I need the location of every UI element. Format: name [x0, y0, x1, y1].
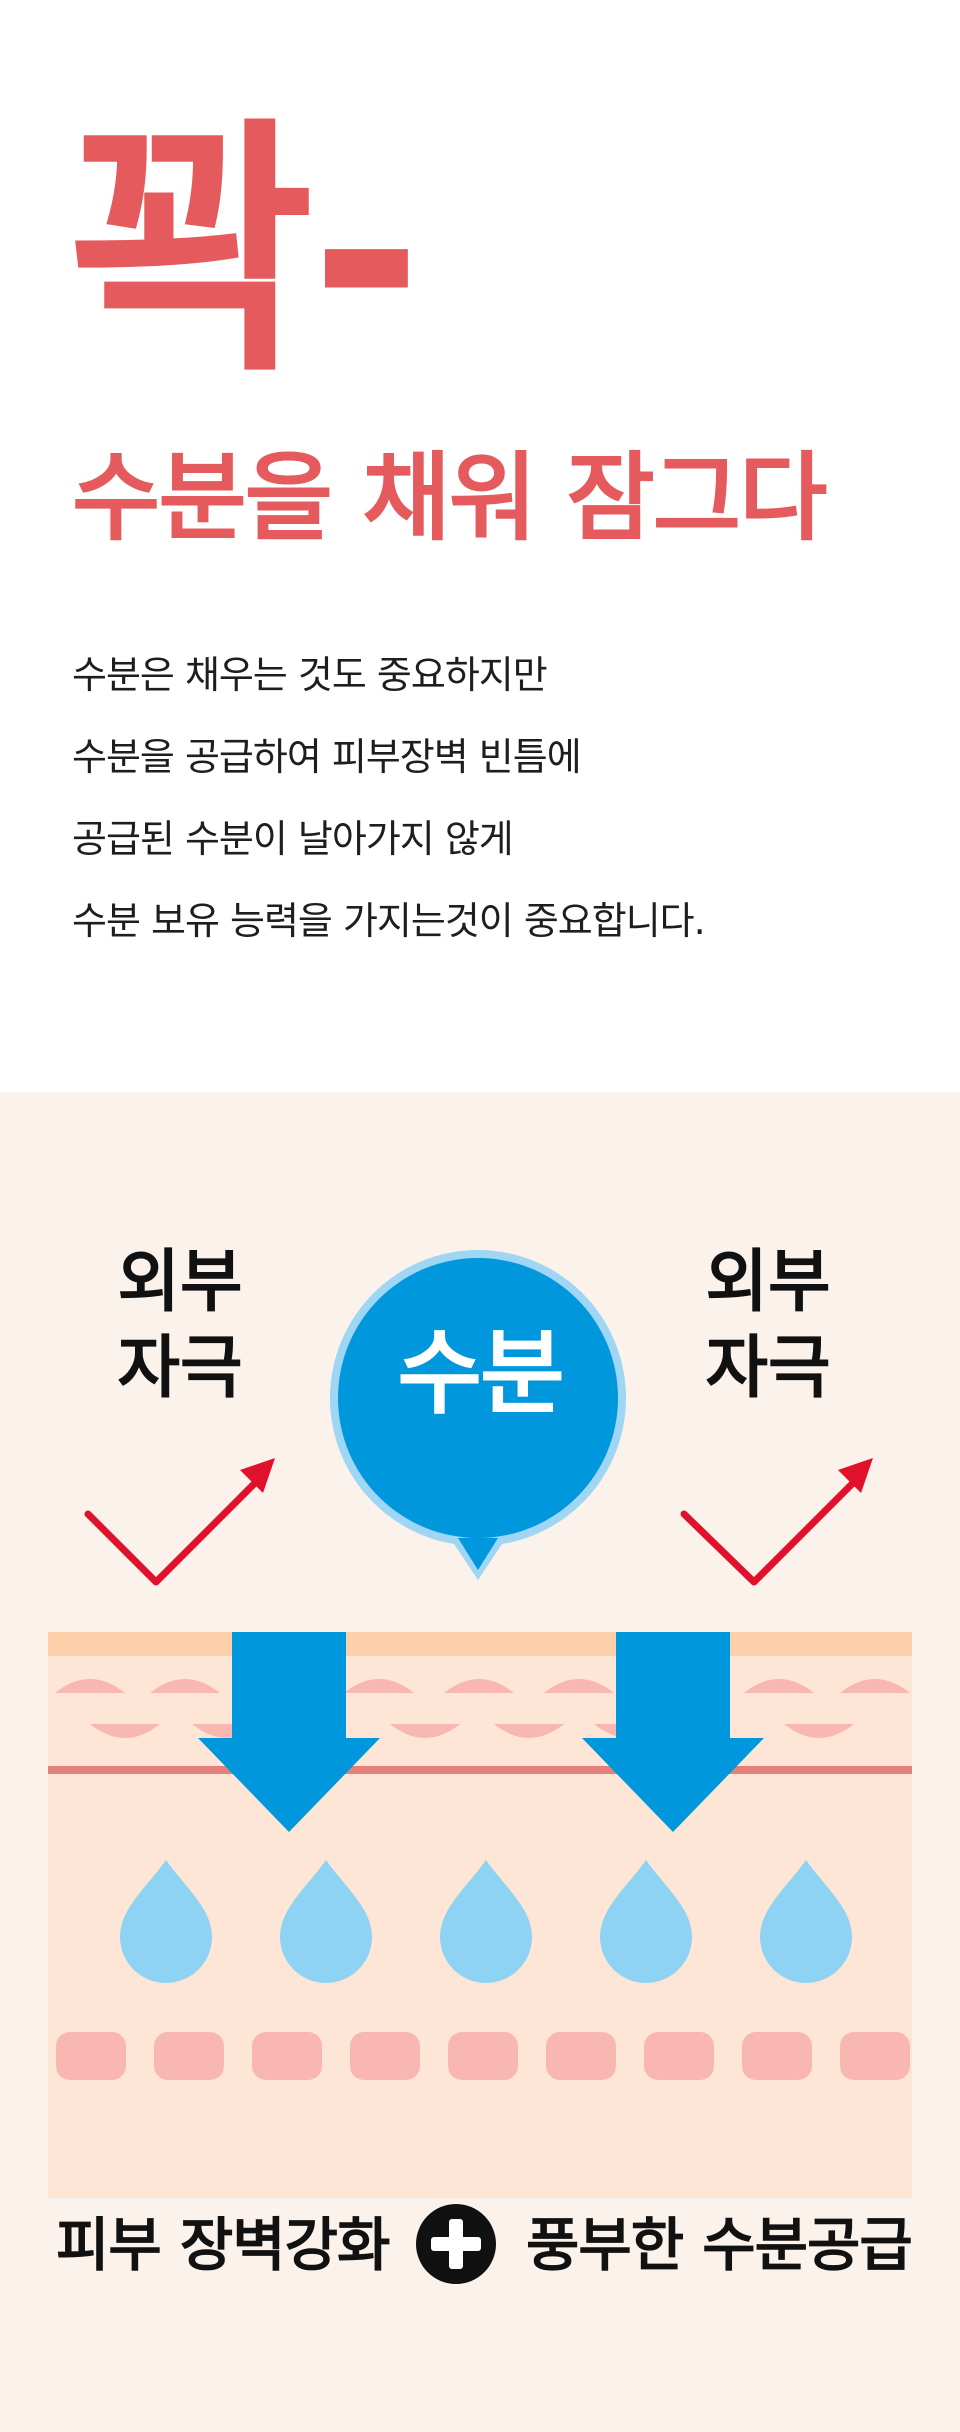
- skin-barrier-section: 외부 자극 외부 자극 수분 피부 장벽강화 풍부한 수분공급: [0, 1092, 960, 2432]
- external-stimulus-text: 외부 자극: [117, 1243, 243, 1408]
- description-line: 공급된 수분이 날아가지 않게: [72, 817, 514, 861]
- arrow-up-right-icon: [838, 1458, 873, 1493]
- skin-surface: [48, 1632, 912, 1656]
- skin-barrier-line: [48, 1766, 912, 1774]
- description-line: 수분은 채우는 것도 중요하지만: [72, 653, 548, 697]
- plus-circle-icon: [416, 2204, 496, 2284]
- external-stimulus-text: 외부 자극: [705, 1243, 831, 1408]
- rich-moisture-label: 풍부한 수분공급: [526, 2211, 913, 2279]
- description-line: 수분 보유 능력을 가지는것이 중요합니다.: [72, 899, 706, 943]
- external-stimulus-label-left: 외부 자극: [80, 1240, 280, 1412]
- down-arrow-icon: [198, 1632, 380, 1832]
- skin-barrier-illustration: [48, 1250, 912, 2198]
- water-drop-icon: [120, 1860, 852, 1983]
- down-arrow-icon: [582, 1632, 764, 1832]
- arrow-up-right-icon: [680, 1472, 864, 1586]
- external-stimulus-label-right: 외부 자극: [668, 1240, 868, 1412]
- skin-cells: [56, 2032, 910, 2080]
- speech-bubble-icon: [330, 1250, 626, 1580]
- skin-cells: [55, 1679, 910, 1738]
- hero-subtitle: 수분을 채워 잠그다: [72, 442, 827, 554]
- arrow-up-right-icon: [84, 1472, 266, 1586]
- benefit-footer: 피부 장벽강화 풍부한 수분공급: [0, 2184, 960, 2304]
- water-bubble-label: 수분: [397, 1320, 564, 1427]
- description-line: 수분을 공급하여 피부장벽 빈틈에: [72, 735, 582, 779]
- intro-section: 꽉- 수분을 채워 잠그다 수분은 채우는 것도 중요하지만 수분을 공급하여 …: [0, 0, 960, 1092]
- arrow-up-right-icon: [240, 1458, 275, 1493]
- hero-title: 꽉-: [68, 95, 422, 410]
- description-text: 수분은 채우는 것도 중요하지만 수분을 공급하여 피부장벽 빈틈에 공급된 수…: [72, 634, 706, 962]
- barrier-strengthening-label: 피부 장벽강화: [56, 2211, 390, 2279]
